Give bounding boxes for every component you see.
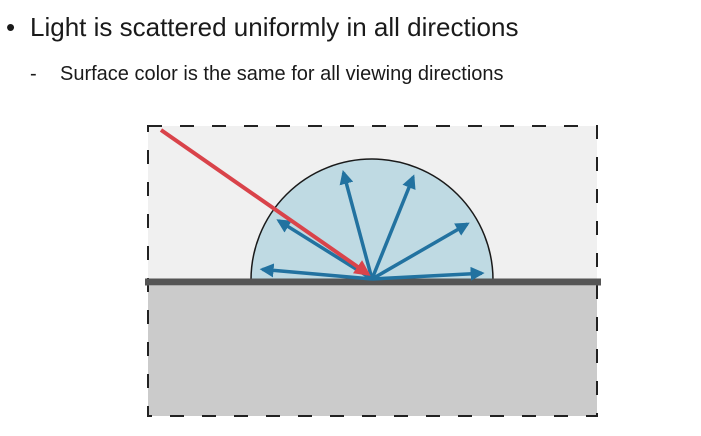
- sub-bullet-text: Surface color is the same for all viewin…: [60, 63, 504, 85]
- lower-region: [148, 286, 597, 416]
- scattered-ray-icon: [371, 266, 485, 281]
- incident-light-ray-icon: [159, 128, 371, 276]
- scattered-ray-icon: [370, 174, 416, 280]
- dashed-frame-icon: [147, 125, 598, 417]
- sub-bullet-point: - Surface color is the same for all viewi…: [30, 60, 504, 88]
- bullet-text: Light is scattered uniformly in all dire…: [30, 12, 519, 42]
- bullet-point: • Light is scattered uniformly in all dir…: [6, 10, 518, 44]
- scattered-rays: [259, 169, 485, 281]
- bullet-marker: •: [6, 12, 16, 42]
- scattered-ray-icon: [371, 222, 470, 281]
- sub-bullet-marker: -: [30, 63, 37, 85]
- scattered-ray-icon: [259, 263, 373, 281]
- scatter-hemisphere-icon: [250, 158, 494, 281]
